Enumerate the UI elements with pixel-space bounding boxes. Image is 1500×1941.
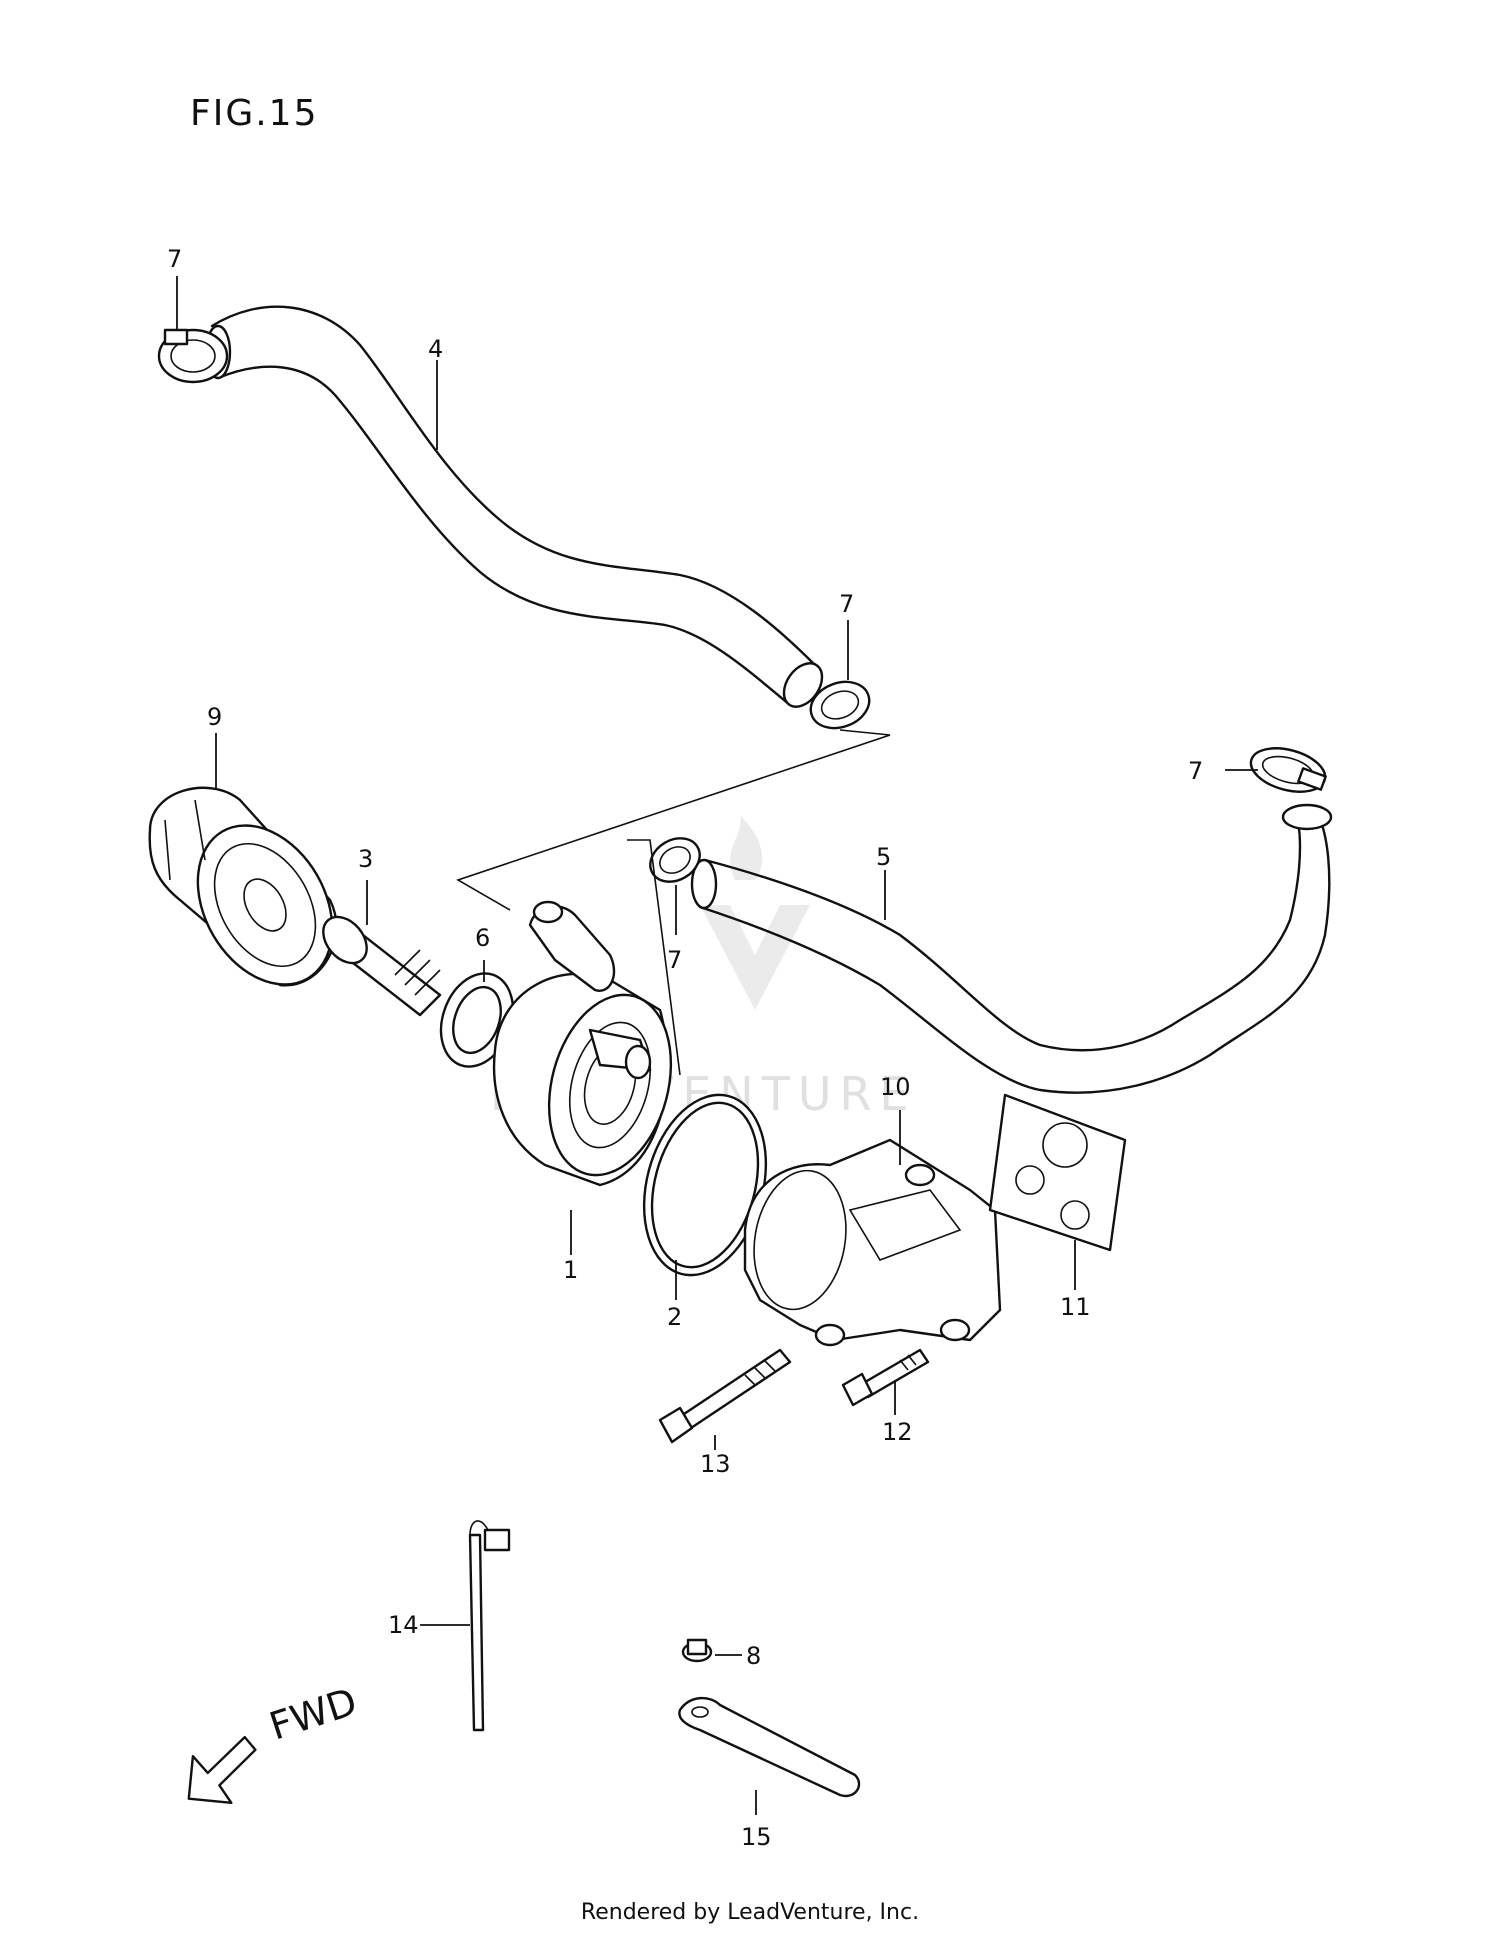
callout-hose-5: 5 <box>876 843 891 871</box>
callout-clamp-right: 7 <box>1188 757 1203 785</box>
hose-5 <box>690 803 1333 1094</box>
leader-lines <box>176 276 1258 1815</box>
hose-clamp-7-mid <box>809 680 871 730</box>
pump-cover-10 <box>743 1138 1002 1347</box>
callout-oring-2: 2 <box>667 1303 682 1331</box>
callout-oring-6: 6 <box>475 924 490 952</box>
hose-clamp-7-lower <box>649 837 701 883</box>
callout-tie-14: 14 <box>388 1611 419 1639</box>
oil-cooler-1 <box>492 900 673 1187</box>
callout-clamp-top: 7 <box>167 245 182 273</box>
bolt-13 <box>658 1348 792 1444</box>
callout-bolt-3: 3 <box>358 845 373 873</box>
callout-gasket-11: 11 <box>1060 1293 1091 1321</box>
clamp-15 <box>678 1696 861 1798</box>
callout-bolt-12: 12 <box>882 1418 913 1446</box>
forward-arrow: FWD <box>187 1679 362 1805</box>
callout-cooler-1: 1 <box>563 1256 578 1284</box>
hose-4 <box>204 305 824 708</box>
callout-filter-9: 9 <box>207 703 222 731</box>
union-bolt-3 <box>322 915 442 1017</box>
callout-clamp-mid: 7 <box>839 590 854 618</box>
o-ring-2 <box>642 1093 768 1277</box>
callout-hose-4: 4 <box>428 335 443 363</box>
connection-guide-2 <box>627 839 681 1076</box>
hose-clamp-7-right <box>1249 747 1327 793</box>
footer-credit: Rendered by LeadVenture, Inc. <box>580 1900 920 1925</box>
oil-filter-9 <box>148 786 338 987</box>
fwd-label: FWD <box>264 1679 362 1748</box>
cable-tie-14 <box>468 1520 511 1732</box>
callout-clamp-lower: 7 <box>667 946 682 974</box>
callout-clamp-15: 15 <box>741 1823 772 1851</box>
gasket-11 <box>988 1093 1127 1252</box>
bolt-12 <box>841 1348 930 1407</box>
figure-title: FIG.15 <box>190 93 318 134</box>
callout-cover-10: 10 <box>880 1073 911 1101</box>
connection-guide <box>456 729 891 911</box>
callout-bolt-8: 8 <box>746 1642 761 1670</box>
bolt-8 <box>681 1638 713 1663</box>
callout-bolt-13: 13 <box>700 1450 731 1478</box>
hose-clamp-7-top <box>157 328 229 384</box>
